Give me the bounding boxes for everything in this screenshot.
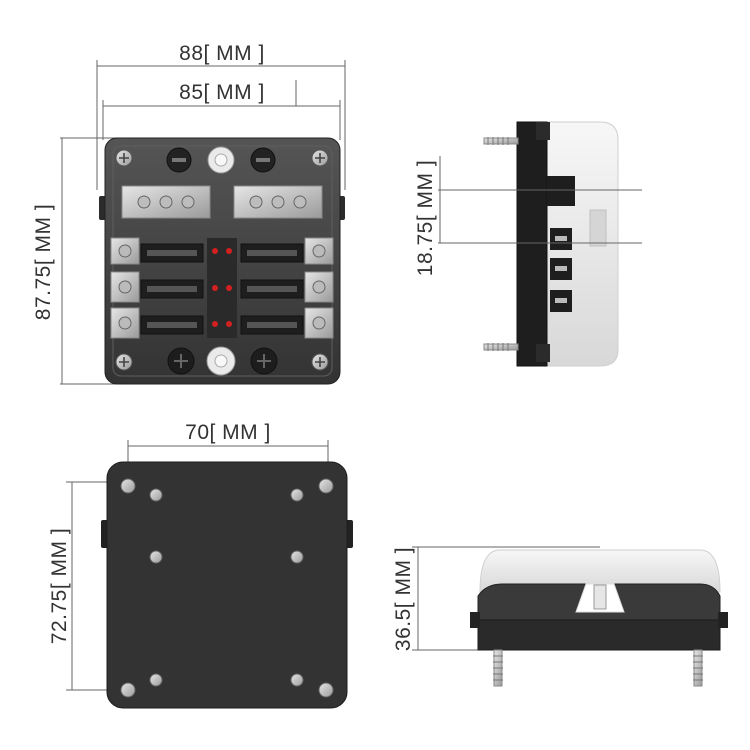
mounting-hole-icon	[120, 682, 136, 698]
clear-cover	[479, 549, 721, 593]
dim-label-8775: 87.75[ MM ]	[32, 204, 55, 320]
side-base	[516, 121, 548, 367]
front-view: 88[ MM ] 85[ MM ] 87.75[ MM ]	[32, 42, 346, 385]
ground-bus-bar-right	[233, 185, 323, 219]
stud-icon	[593, 584, 607, 610]
screw-icon	[311, 353, 329, 371]
rivet-icon	[149, 673, 163, 687]
led-indicator-icon	[226, 285, 232, 291]
screw-icon	[115, 149, 133, 167]
rivet-icon	[290, 673, 304, 687]
back-view: 70[ MM ] 72.75[ MM ]	[48, 421, 353, 709]
led-indicator-icon	[212, 248, 218, 254]
fuse-rows	[110, 237, 334, 339]
mounting-hole-icon	[318, 478, 334, 494]
led-indicator-icon	[212, 321, 218, 327]
screw-icon	[483, 343, 519, 351]
rivet-icon	[149, 488, 163, 502]
led-indicator-icon	[226, 321, 232, 327]
mounting-hole-icon	[120, 478, 136, 494]
dim-label-7275: 72.75[ MM ]	[48, 528, 71, 644]
terminal	[304, 307, 334, 339]
depth-view: 36.5[ MM ]	[392, 546, 728, 687]
stud-terminal-icon	[207, 146, 235, 174]
negative-terminal-icon	[167, 347, 195, 375]
dim-label-365: 36.5[ MM ]	[392, 547, 415, 651]
screw-icon	[311, 149, 329, 167]
dim-label-70: 70[ MM ]	[185, 421, 271, 444]
led-indicator-icon	[212, 285, 218, 291]
dim-label-88: 88[ MM ]	[179, 42, 265, 65]
ground-bus-bar-left	[121, 185, 211, 219]
mounting-hole-icon	[318, 682, 334, 698]
negative-terminal-icon	[250, 347, 278, 375]
screw-icon	[693, 649, 703, 687]
negative-terminal-icon	[166, 147, 192, 173]
side-view: 18.75[ MM ]	[414, 121, 642, 367]
rivet-icon	[290, 488, 304, 502]
fuse-box-back	[106, 461, 348, 709]
rivet-icon	[290, 550, 304, 564]
led-indicator-icon	[226, 248, 232, 254]
screw-icon	[115, 353, 133, 371]
dim-label-85: 85[ MM ]	[179, 81, 265, 104]
terminal	[110, 271, 140, 303]
screw-icon	[493, 649, 503, 687]
negative-terminal-icon	[250, 147, 276, 173]
screw-icon	[483, 137, 519, 145]
terminal	[110, 237, 140, 265]
dim-label-1875: 18.75[ MM ]	[414, 160, 437, 276]
stud-terminal-icon	[206, 346, 236, 376]
rivet-icon	[149, 550, 163, 564]
